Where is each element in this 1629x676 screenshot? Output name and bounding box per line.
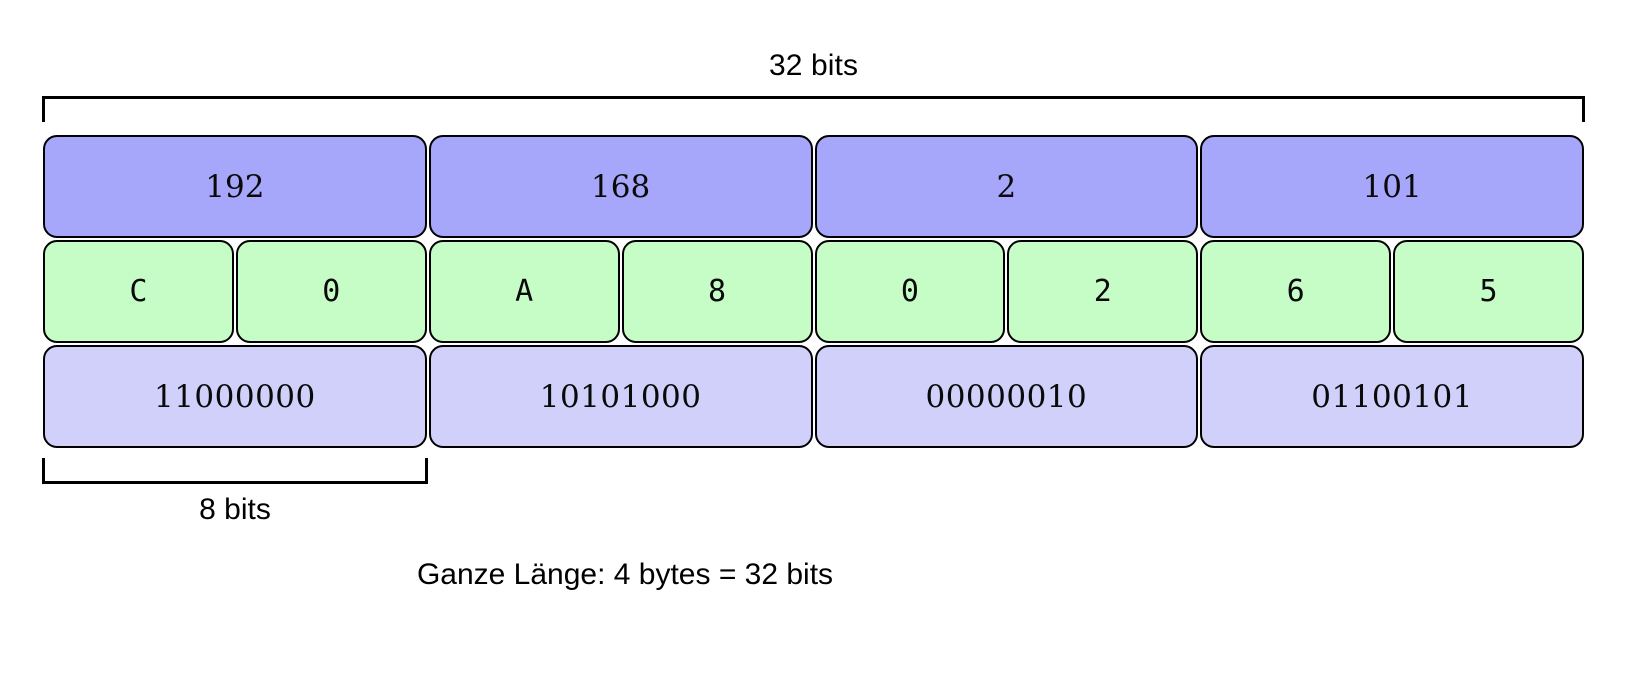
bracket-span-line [42,96,1585,99]
bracket-tick-right [1582,96,1585,122]
bracket-tick-left [42,458,45,484]
hex-cell: 0 [235,240,427,343]
binary-cell: 01100101 [1200,345,1584,448]
bracket-tick-right [425,458,428,484]
bracket-span-line [42,481,428,484]
total-width-bracket [42,96,1585,122]
hex-cell: 8 [621,240,813,343]
diagram-caption: Ganze Länge: 4 bytes = 32 bits [416,558,834,591]
binary-cell: 11000000 [43,345,427,448]
byte-width-bracket [42,458,428,484]
hex-cell: 6 [1200,240,1392,343]
hex-cell: 2 [1007,240,1199,343]
hex-cell: 0 [814,240,1006,343]
decimal-cell: 192 [43,135,427,238]
decimal-cell: 2 [814,135,1199,238]
hex-nibbles-row: C 0 A 8 0 2 6 5 [42,240,1585,343]
hex-cell: C [43,240,234,343]
decimal-cell: 168 [428,135,813,238]
bracket-tick-left [42,96,45,122]
byte-width-label: 8 bits [199,493,271,526]
hex-cell: 5 [1393,240,1584,343]
binary-cell: 10101000 [428,345,813,448]
hex-cell: A [428,240,620,343]
total-width-label: 32 bits [768,49,859,82]
decimal-octets-row: 192 168 2 101 [42,135,1585,238]
binary-cell: 00000010 [814,345,1199,448]
decimal-cell: 101 [1200,135,1584,238]
binary-octets-row: 11000000 10101000 00000010 01100101 [42,345,1585,448]
